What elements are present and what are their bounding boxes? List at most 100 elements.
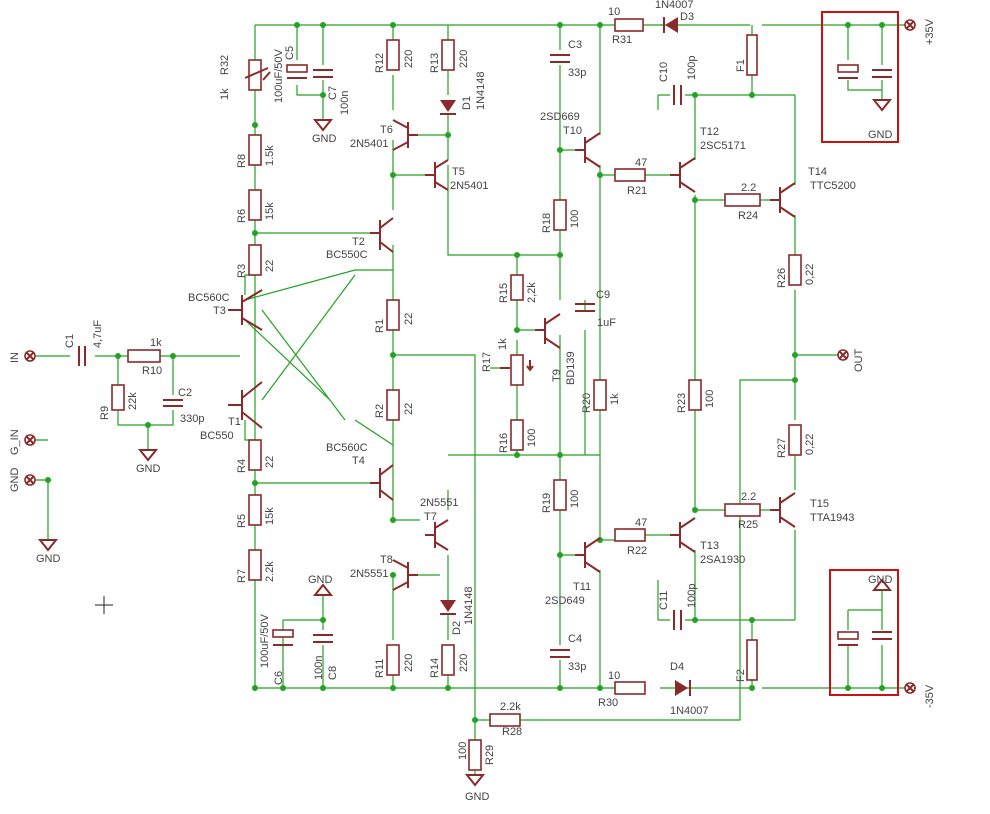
value-r5: 15k bbox=[264, 507, 276, 525]
value-r12: 220 bbox=[403, 50, 415, 68]
value-r16: 100 bbox=[526, 429, 538, 447]
resistor-r15 bbox=[510, 274, 524, 301]
label-c10: C10 bbox=[658, 62, 670, 82]
value-t15: TTA1943 bbox=[810, 512, 854, 524]
port-connectors bbox=[24, 19, 916, 694]
value-d4: 1N4007 bbox=[670, 705, 709, 717]
label-r8: R8 bbox=[236, 154, 248, 168]
label-d3: D3 bbox=[680, 11, 694, 23]
resistor-r18 bbox=[553, 199, 567, 231]
value-c1: 4,7uF bbox=[92, 320, 104, 348]
label-r4: R4 bbox=[236, 459, 248, 473]
value-c3: 33p bbox=[568, 67, 586, 79]
crosshair-icon bbox=[95, 596, 113, 614]
port-label-vneg: -35V bbox=[924, 684, 936, 708]
value-c5: 100uF/50V bbox=[273, 49, 285, 103]
value-r25: 2.2 bbox=[741, 491, 756, 503]
resistor-r11 bbox=[386, 644, 400, 676]
value-r20: 1k bbox=[609, 393, 621, 405]
label-r14: R14 bbox=[429, 658, 441, 678]
transistor-t7 bbox=[425, 519, 449, 551]
value-r13: 220 bbox=[458, 50, 470, 68]
port-label-out: OUT bbox=[853, 349, 865, 373]
resistor-r30 bbox=[614, 681, 646, 695]
label-r30: R30 bbox=[598, 697, 618, 709]
value-r3: 22 bbox=[264, 260, 276, 272]
resistor-r31 bbox=[614, 18, 644, 32]
label-t7: T7 bbox=[424, 511, 437, 523]
value-r18: 100 bbox=[569, 210, 581, 228]
supply-box-negative bbox=[829, 569, 899, 696]
label-r6: R6 bbox=[236, 209, 248, 223]
transistor-t12 bbox=[670, 157, 696, 193]
label-r22: R22 bbox=[627, 545, 647, 557]
fuse-f1 bbox=[746, 34, 758, 76]
value-t14: TTC5200 bbox=[810, 180, 856, 192]
label-r1: R1 bbox=[374, 319, 386, 333]
resistor-r2 bbox=[386, 389, 400, 421]
label-t8: T8 bbox=[380, 554, 393, 566]
label-r24: R24 bbox=[738, 210, 758, 222]
label-r29: R29 bbox=[484, 745, 496, 765]
label-r31: R31 bbox=[612, 34, 632, 46]
value-t9: BD139 bbox=[565, 351, 577, 385]
value-t8: 2N5551 bbox=[350, 568, 389, 580]
value-r4: 22 bbox=[264, 456, 276, 468]
value-t5: 2N5401 bbox=[450, 180, 489, 192]
label-r9: R9 bbox=[99, 406, 111, 420]
label-t10: T10 bbox=[563, 125, 582, 137]
port-vpos-icon bbox=[904, 19, 916, 31]
label-t12: T12 bbox=[700, 126, 719, 138]
value-r31: 10 bbox=[608, 6, 620, 18]
label-c9: C9 bbox=[596, 289, 610, 301]
value-r30: 10 bbox=[608, 670, 620, 682]
value-t10: 2SD669 bbox=[540, 111, 580, 123]
value-r22: 47 bbox=[635, 517, 647, 529]
capacitor-c11 bbox=[673, 610, 682, 630]
supply-box-positive bbox=[821, 11, 899, 143]
value-r2: 22 bbox=[403, 403, 415, 415]
resistor-r7 bbox=[248, 549, 262, 581]
label-r3: R3 bbox=[236, 264, 248, 278]
capacitor-c6 bbox=[272, 629, 294, 646]
transistor-t13 bbox=[670, 517, 696, 553]
label-r11: R11 bbox=[374, 659, 386, 678]
port-out-icon bbox=[837, 349, 849, 361]
resistor-r29 bbox=[468, 739, 482, 771]
value-t12: 2SC5171 bbox=[700, 140, 746, 152]
capacitor-c5 bbox=[286, 64, 308, 79]
transistor-t9 bbox=[535, 313, 561, 349]
value-r32: 1k bbox=[219, 88, 231, 100]
resistor-r5 bbox=[248, 494, 262, 526]
value-c2: 330p bbox=[180, 413, 204, 425]
label-r26: R26 bbox=[776, 268, 788, 288]
value-r15: 2,2k bbox=[526, 282, 538, 303]
junctions bbox=[45, 22, 885, 723]
ground-symbols bbox=[37, 99, 893, 787]
value-r10: 1k bbox=[150, 337, 162, 349]
capacitor-c7 bbox=[313, 69, 333, 78]
label-r21: R21 bbox=[627, 185, 647, 197]
value-r19: 100 bbox=[569, 490, 581, 508]
resistor-r10 bbox=[127, 349, 161, 363]
label-r10: R10 bbox=[142, 365, 162, 377]
label-r20: R20 bbox=[581, 393, 593, 413]
transistor-t1 bbox=[228, 381, 263, 429]
value-r28: 2.2k bbox=[500, 701, 521, 713]
label-r28: R28 bbox=[502, 726, 522, 738]
value-r1: 22 bbox=[403, 313, 415, 325]
ground-icon bbox=[312, 119, 334, 132]
transistor-t4 bbox=[370, 464, 394, 501]
port-label-vpos: +35V bbox=[924, 18, 936, 45]
resistor-r16 bbox=[510, 419, 524, 451]
value-t13: 2SA1930 bbox=[700, 554, 745, 566]
port-in-icon bbox=[24, 350, 36, 362]
value-r14: 220 bbox=[458, 654, 470, 672]
label-r13: R13 bbox=[429, 53, 441, 73]
label-r7: R7 bbox=[236, 569, 248, 583]
resistor-r21 bbox=[614, 168, 646, 182]
resistor-r13 bbox=[441, 39, 455, 71]
label-r19: R19 bbox=[541, 493, 553, 513]
trimmer-r17 bbox=[510, 354, 524, 386]
capacitor-supply-neg bbox=[837, 631, 892, 646]
